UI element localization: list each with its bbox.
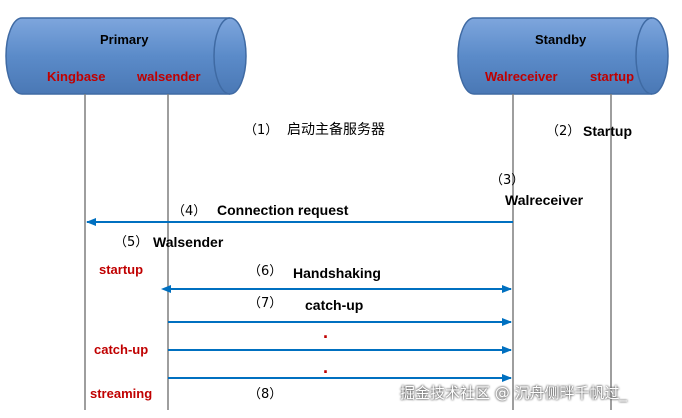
- step1-text: 启动主备服务器: [287, 122, 385, 138]
- standby-startup-label: startup: [590, 69, 635, 84]
- primary-kingbase-label: Kingbase: [47, 69, 106, 84]
- step5-text: Walsender: [153, 234, 224, 250]
- step2-number: （2）: [546, 124, 581, 139]
- step4-text: Connection request: [217, 202, 349, 218]
- state-streaming: streaming: [90, 386, 153, 401]
- step3-number: （3）: [490, 173, 525, 188]
- step1-number: （1）: [244, 123, 279, 138]
- standby-node: [457, 17, 669, 95]
- step4-number: （4）: [172, 204, 207, 219]
- state-startup: startup: [99, 262, 144, 277]
- step2-text: Startup: [583, 123, 632, 139]
- step3-text: Walreceiver: [505, 192, 584, 208]
- primary-title: Primary: [100, 32, 149, 47]
- primary-node: [5, 17, 247, 95]
- step5-number: （5）: [114, 235, 149, 250]
- state-catchup: catch-up: [94, 342, 149, 357]
- continuation-dot-1: .: [323, 322, 329, 342]
- standby-title: Standby: [535, 32, 587, 47]
- step6-number: （6）: [248, 264, 283, 279]
- step6-text: Handshaking: [293, 265, 381, 281]
- step7-text: catch-up: [305, 297, 364, 313]
- primary-walsender-label: walsender: [137, 69, 201, 84]
- standby-walreceiver-label: Walreceiver: [485, 69, 558, 84]
- step8-number: （8）: [248, 387, 283, 402]
- continuation-dot-2: .: [323, 357, 329, 377]
- step7-number: （7）: [248, 296, 283, 311]
- watermark: 掘金技术社区 @ 沉舟侧畔千帆过_: [400, 384, 628, 402]
